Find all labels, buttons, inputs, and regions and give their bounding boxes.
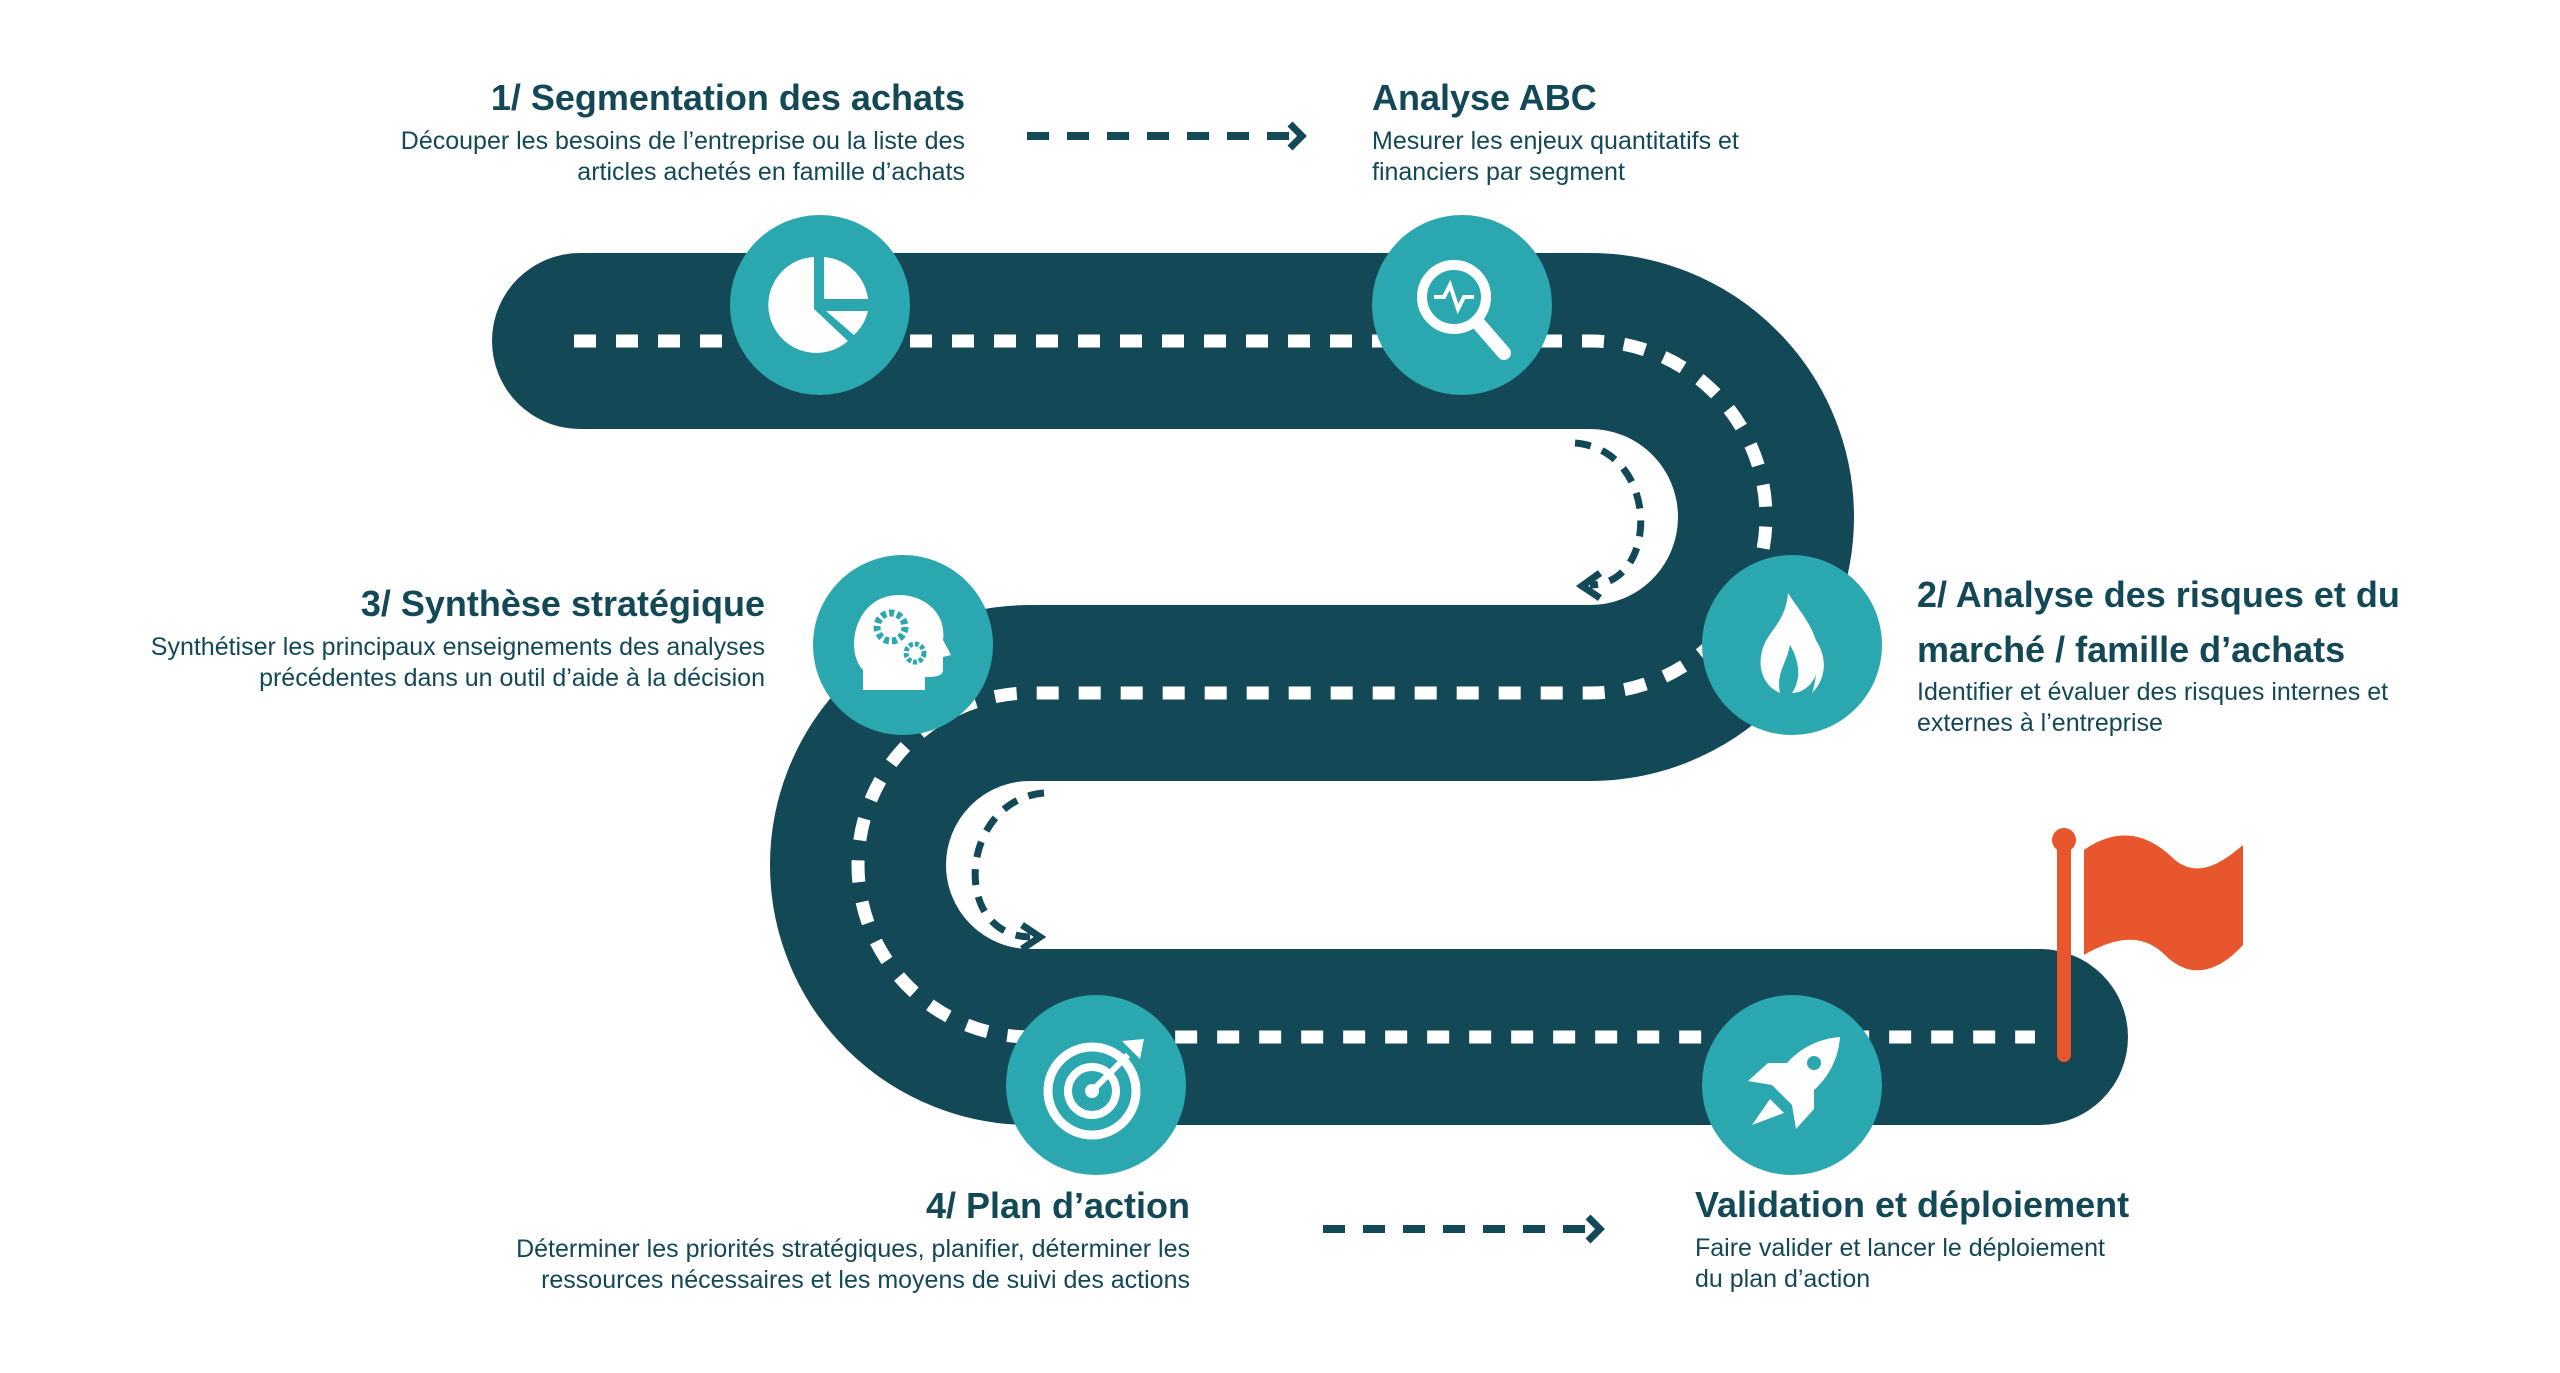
step-validation: Validation et déploiement Faire valider …	[1695, 1183, 2129, 1295]
step-segmentation: 1/ Segmentation des achats Découper les …	[401, 76, 965, 188]
pie-chart-icon	[730, 215, 910, 395]
finish-flag-icon	[2052, 828, 2243, 1062]
step-title: 4/ Plan d’action	[925, 1185, 1190, 1226]
step-desc-line: externes à l’entreprise	[1917, 709, 2163, 737]
step-desc-line: Identifier et évaluer des risques intern…	[1917, 678, 2389, 706]
rocket-icon	[1702, 995, 1882, 1175]
step-analyse-risques: 2/ Analyse des risques et du marché / fam…	[1917, 567, 2400, 739]
step-desc-line: ressources nécessaires et les moyens de …	[541, 1266, 1190, 1294]
step-title-line: marché / famille d’achats	[1917, 629, 2346, 670]
flame-icon	[1702, 555, 1882, 735]
step-title: 1/ Segmentation des achats	[490, 77, 965, 118]
step-desc-line: Déterminer les priorités stratégiques, p…	[516, 1235, 1190, 1263]
head-gears-icon	[813, 555, 993, 735]
step-title: Analyse ABC	[1372, 77, 1597, 118]
step-title: Validation et déploiement	[1695, 1184, 2130, 1225]
step-title-line: 2/ Analyse des risques et du	[1917, 574, 2400, 615]
magnifier-pulse-icon	[1372, 215, 1552, 395]
step-desc-line: Mesurer les enjeux quantitatifs et	[1372, 127, 1739, 155]
step-plan-action: 4/ Plan d’action Déterminer les priorité…	[516, 1184, 1190, 1296]
step-synthese: 3/ Synthèse stratégique Synthétiser les …	[151, 582, 765, 694]
inner-arrow-bottom	[971, 789, 1047, 952]
step-title: 3/ Synthèse stratégique	[360, 583, 765, 624]
step-desc-line: Synthétiser les principaux enseignements…	[150, 633, 765, 661]
step-analyse-abc: Analyse ABC Mesurer les enjeux quantitat…	[1372, 76, 1739, 188]
road-centerline	[574, 334, 2035, 1044]
arrow-bottom	[1323, 1214, 1605, 1244]
step-desc-line: financiers par segment	[1372, 158, 1625, 186]
inner-arrow-top	[1574, 439, 1645, 601]
step-desc-line: précédentes dans un outil d’aide à la dé…	[259, 664, 765, 692]
arrow-top	[1027, 121, 1307, 151]
step-desc-line: du plan d’action	[1695, 1265, 1871, 1293]
step-desc-line: Découper les besoins de l’entreprise ou …	[400, 127, 965, 155]
target-icon	[1006, 995, 1186, 1175]
step-desc-line: Faire valider et lancer le déploiement	[1695, 1234, 2105, 1262]
step-desc-line: articles achetés en famille d’achats	[577, 158, 965, 186]
